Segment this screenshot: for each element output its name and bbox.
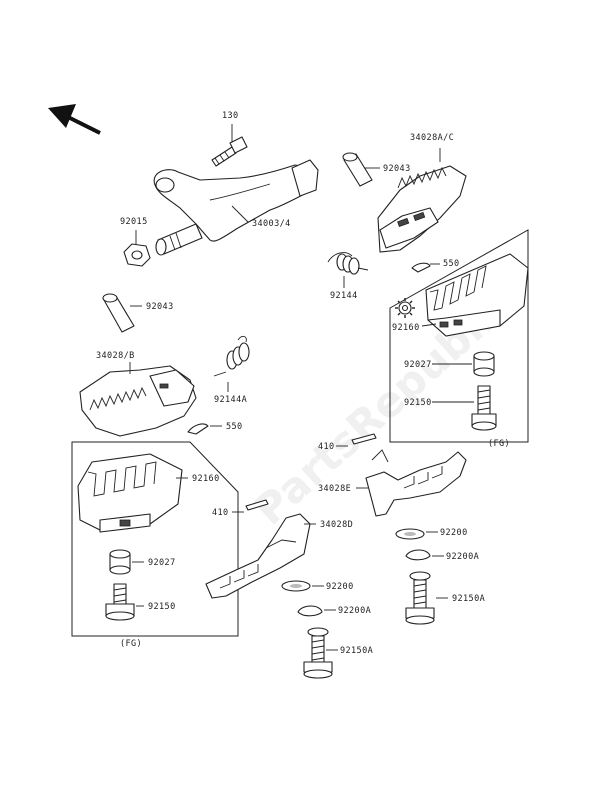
label-92160-left: 92160 bbox=[192, 474, 220, 484]
pin-92043-left bbox=[102, 293, 135, 333]
label-34028d: 34028D bbox=[320, 520, 353, 530]
footrest-bracket bbox=[153, 159, 319, 256]
label-550-top: 550 bbox=[443, 259, 460, 269]
bolt-92150a-right bbox=[405, 571, 435, 625]
pin-92043-top bbox=[342, 152, 373, 187]
washer-92200-right bbox=[395, 528, 425, 540]
bolt-92150-right bbox=[471, 385, 497, 431]
rubber-footpeg-left bbox=[77, 453, 183, 533]
label-92200a-right: 92200A bbox=[446, 552, 479, 562]
nut-92015 bbox=[123, 243, 151, 267]
cotter-pin-550-left bbox=[187, 423, 209, 435]
washer-92200a-right bbox=[405, 549, 431, 561]
clip-410-left bbox=[245, 499, 269, 511]
label-410-left: 410 bbox=[212, 508, 229, 518]
bolt-92150-left bbox=[105, 583, 135, 621]
collar-92027-right bbox=[473, 351, 495, 377]
label-410-right: 410 bbox=[318, 442, 335, 452]
bolt-92150a-left bbox=[303, 627, 333, 679]
cotter-pin-550-top bbox=[411, 262, 431, 273]
label-92144: 92144 bbox=[330, 291, 358, 301]
direction-arrow-icon bbox=[48, 104, 101, 135]
fg-label-left: (FG) bbox=[120, 639, 142, 649]
label-92200-left: 92200 bbox=[326, 582, 354, 592]
label-92150a-right: 92150A bbox=[452, 594, 485, 604]
washer-92200-left bbox=[281, 580, 311, 592]
bolt-130 bbox=[211, 136, 248, 167]
footpeg-34028e bbox=[365, 449, 467, 517]
label-34028e: 34028E bbox=[318, 484, 351, 494]
washer-92200a-left bbox=[297, 605, 323, 617]
label-92200a-left: 92200A bbox=[338, 606, 371, 616]
footpeg-34028a bbox=[377, 165, 467, 253]
clip-410-right bbox=[351, 433, 377, 445]
label-92150a-left: 92150A bbox=[340, 646, 373, 656]
label-92015: 92015 bbox=[120, 217, 148, 227]
label-92150-left: 92150 bbox=[148, 602, 176, 612]
gear-icon bbox=[395, 298, 415, 318]
spring-92144 bbox=[327, 252, 369, 275]
label-92027-left: 92027 bbox=[148, 558, 176, 568]
label-34028b: 34028/B bbox=[96, 351, 135, 361]
label-92043-top: 92043 bbox=[383, 164, 411, 174]
label-550-left: 550 bbox=[226, 422, 243, 432]
collar-92027-left bbox=[109, 549, 131, 575]
rubber-footpeg-right bbox=[425, 253, 529, 337]
label-34003: 34003/4 bbox=[252, 219, 291, 229]
label-92027-right: 92027 bbox=[404, 360, 432, 370]
label-92150-right: 92150 bbox=[404, 398, 432, 408]
spring-92144a bbox=[213, 335, 250, 377]
fg-box-right bbox=[389, 229, 529, 443]
label-92043-left: 92043 bbox=[146, 302, 174, 312]
label-130: 130 bbox=[222, 111, 239, 121]
label-92160-right: 92160 bbox=[392, 323, 420, 333]
footpeg-34028b bbox=[79, 365, 197, 437]
label-92200-right: 92200 bbox=[440, 528, 468, 538]
label-92144a: 92144A bbox=[214, 395, 247, 405]
fg-label-right: (FG) bbox=[488, 439, 510, 449]
fg-box-left bbox=[71, 441, 239, 637]
label-34028a: 34028A/C bbox=[410, 133, 454, 143]
